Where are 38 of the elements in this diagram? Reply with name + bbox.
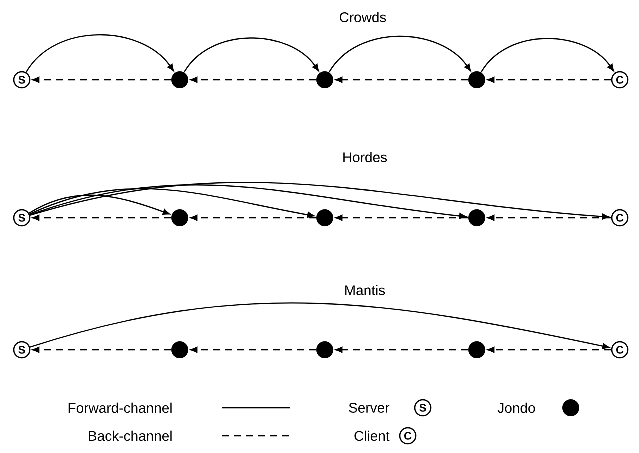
curved-arrow: [26, 34, 174, 73]
dashed-arrow: [336, 214, 468, 222]
jondo-dot: [468, 72, 486, 88]
jondo-dot: [172, 210, 188, 226]
row-title: Hordes: [344, 152, 388, 162]
legend-text: Server: [349, 403, 390, 413]
dashed-arrow: [190, 76, 316, 84]
curved-arrow: [30, 188, 315, 218]
dashed-arrow: [488, 76, 612, 84]
dashed-arrow: [32, 76, 172, 84]
legend-text: Forward-channel: [68, 402, 172, 414]
legend-text: Client: [354, 430, 390, 442]
curved-arrow: [328, 36, 472, 73]
legend-text: Jondo: [498, 402, 536, 414]
jondo-dot: [316, 342, 334, 358]
curved-arrow: [29, 194, 170, 216]
dashed-arrow: [488, 214, 612, 222]
dashed-arrow: [336, 76, 468, 84]
legend-text: Back-channel: [89, 430, 172, 442]
curved-arrow: [30, 182, 610, 220]
dashed-arrow: [190, 346, 316, 354]
jondo-dot: [172, 342, 188, 358]
row-title: Mantis: [346, 285, 386, 296]
dashed-arrow: [336, 346, 468, 354]
curved-arrow: [184, 38, 320, 73]
jondo-dot: [172, 72, 188, 88]
jondo-dot: [468, 342, 486, 358]
curved-arrow: [30, 184, 467, 220]
dashed-arrow: [190, 214, 316, 222]
jondo-dot: [316, 72, 334, 88]
curved-arrow: [480, 38, 614, 73]
curved-arrow: [30, 302, 610, 350]
dashed-arrow: [32, 346, 172, 354]
dashed-arrow: [32, 214, 172, 222]
dashed-arrow: [488, 346, 612, 354]
jondo-dot: [468, 210, 486, 226]
jondo-dot: [316, 210, 334, 226]
row-title: Crowds: [340, 12, 386, 22]
